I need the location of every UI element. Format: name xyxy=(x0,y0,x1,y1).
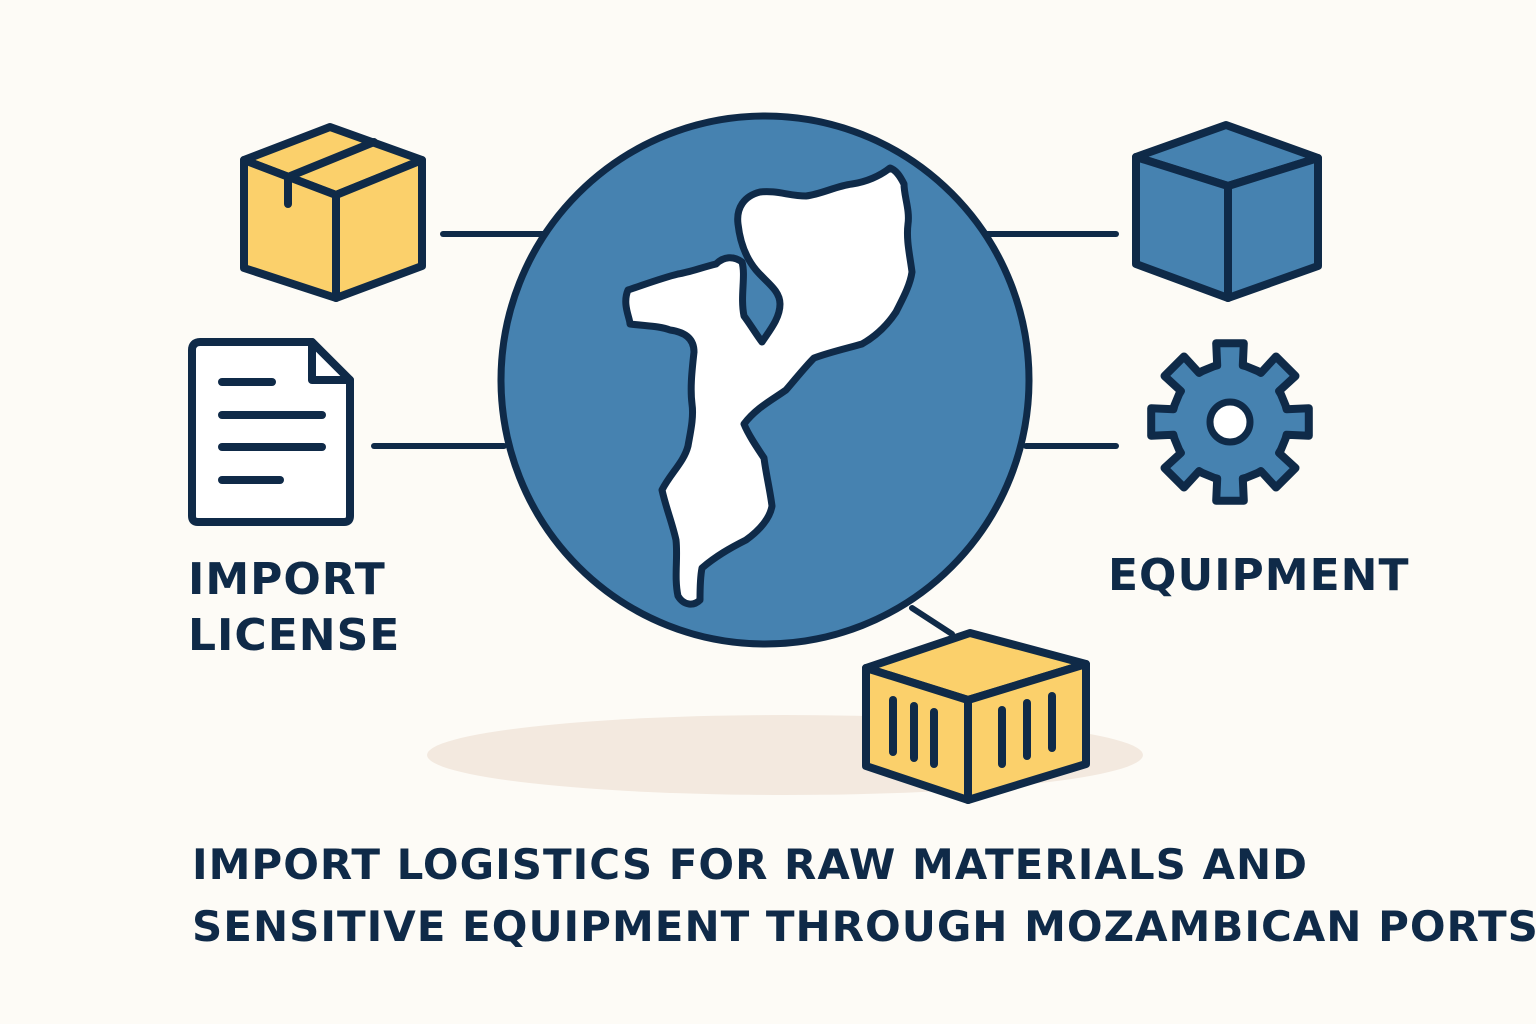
document-icon xyxy=(188,338,354,526)
mozambique-map-icon xyxy=(622,164,916,608)
caption-line1: IMPORT LOGISTICS FOR RAW MATERIALS AND xyxy=(192,840,1308,889)
connector-globe-container xyxy=(909,605,955,637)
diagram-caption: IMPORT LOGISTICS FOR RAW MATERIALS AND S… xyxy=(192,834,1536,958)
cardboard-box-icon xyxy=(240,123,426,302)
import-license-label-line2: LICENSE xyxy=(188,610,401,661)
gear-icon xyxy=(1147,339,1313,505)
connector-lines xyxy=(371,231,1119,637)
import-license-label: IMPORT LICENSE xyxy=(188,552,400,664)
globe-icon xyxy=(497,112,1033,648)
equipment-label: EQUIPMENT xyxy=(1108,550,1410,601)
import-license-label-line1: IMPORT xyxy=(188,554,386,605)
shipping-container-icon xyxy=(862,629,1090,804)
cube-icon xyxy=(1132,121,1322,302)
caption-line2: SENSITIVE EQUIPMENT THROUGH MOZAMBICAN P… xyxy=(192,902,1536,951)
